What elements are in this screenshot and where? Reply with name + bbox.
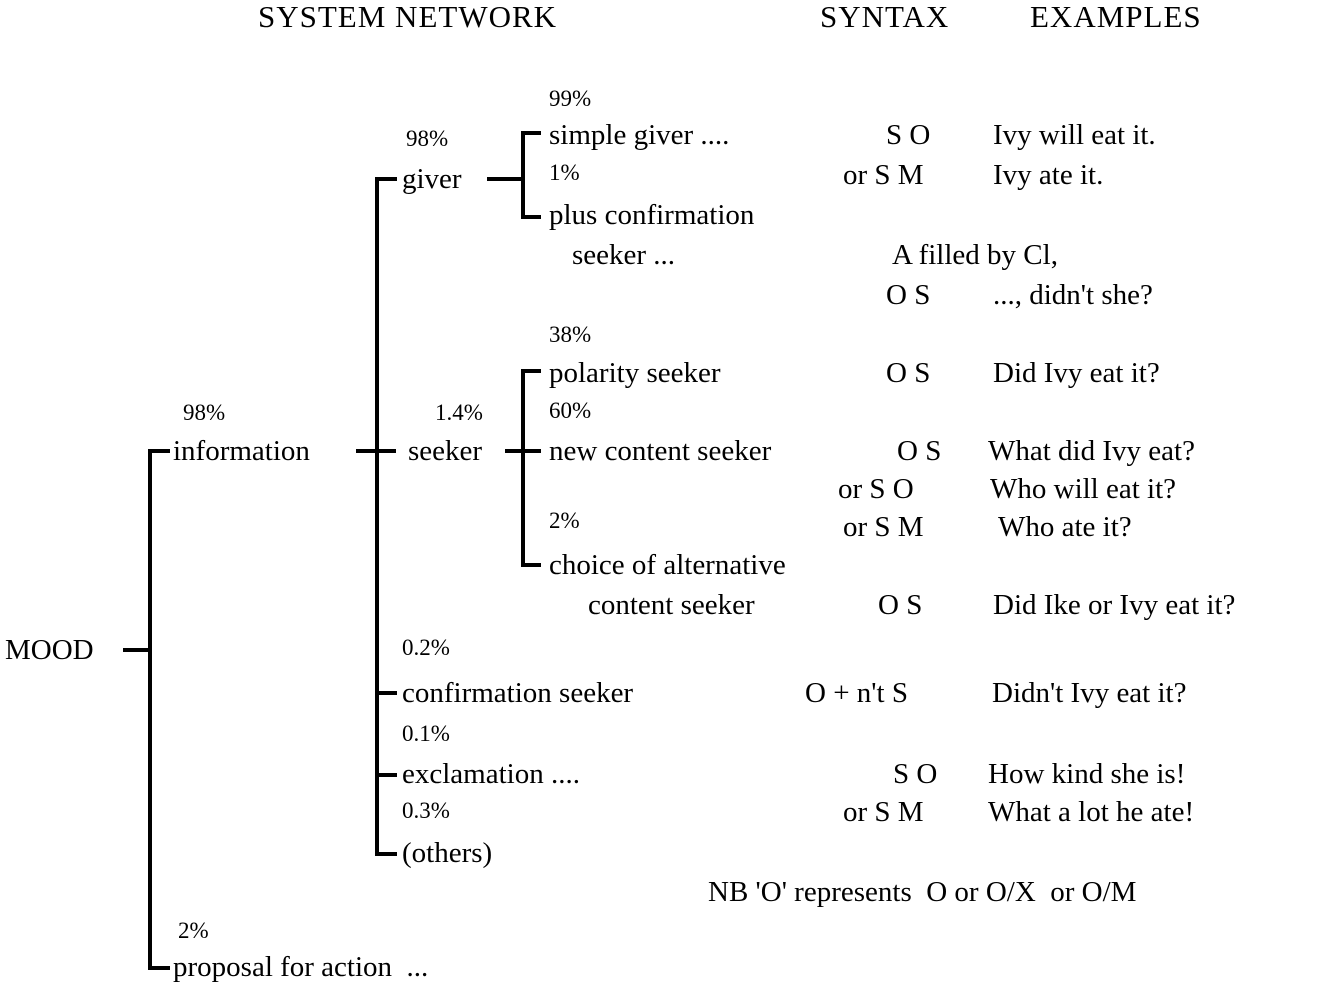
mood-tick-proposal — [148, 966, 170, 970]
example-plus-confirmation: ..., didn't she? — [993, 279, 1153, 311]
syntax-new-content-seeker-2: or S O — [838, 473, 914, 505]
branch-seeker-label: seeker — [408, 435, 483, 467]
branch-new-content-seeker-label: new content seeker — [549, 435, 772, 467]
percent-confirmation-seeker: 0.2% — [402, 635, 450, 660]
branch-plus-confirmation-label-1: plus confirmation — [549, 199, 755, 231]
syntax-choice-alternative: O S — [878, 589, 923, 621]
example-simple-giver-2: Ivy ate it. — [993, 159, 1104, 191]
example-polarity-seeker: Did Ivy eat it? — [993, 357, 1160, 389]
branch-polarity-seeker-label: polarity seeker — [549, 357, 721, 389]
branch-choice-alternative-label-2: content seeker — [588, 589, 755, 621]
nb-note: NB 'O' represents O or O/X or O/M — [708, 876, 1137, 908]
percent-seeker: 1.4% — [435, 400, 483, 425]
syntax-plus-confirmation-1: A filled by Cl, — [892, 239, 1058, 271]
syntax-new-content-seeker-3: or S M — [843, 511, 924, 543]
percent-new-content-seeker: 60% — [549, 398, 592, 423]
syntax-simple-giver-1: S O — [886, 119, 931, 151]
syntax-simple-giver-2: or S M — [843, 159, 924, 191]
branch-others-label: (others) — [402, 837, 493, 869]
branch-simple-giver-label: simple giver .... — [549, 119, 730, 151]
giver-connector-line — [487, 177, 525, 181]
seeker-tick-choice — [521, 563, 541, 567]
branch-exclamation-label: exclamation .... — [402, 758, 580, 790]
example-new-content-seeker-2: Who will eat it? — [990, 473, 1177, 505]
mood-label: MOOD — [5, 634, 94, 666]
percent-others: 0.3% — [402, 798, 450, 823]
information-tick-giver — [375, 177, 397, 181]
information-tick-others — [375, 852, 397, 856]
information-tick-exclamation — [375, 773, 397, 777]
percent-polarity-seeker: 38% — [549, 322, 592, 347]
syntax-exclamation-2: or S M — [843, 796, 924, 828]
syntax-new-content-seeker-1: O S — [897, 435, 942, 467]
seeker-tick-polarity — [521, 369, 541, 373]
header-examples: EXAMPLES — [1030, 0, 1202, 34]
percent-giver: 98% — [406, 126, 449, 151]
syntax-plus-confirmation-2: O S — [886, 279, 931, 311]
example-exclamation-1: How kind she is! — [988, 758, 1186, 790]
header-syntax: SYNTAX — [820, 0, 950, 34]
branch-information-label: information — [173, 435, 310, 467]
percent-choice-alternative: 2% — [549, 508, 580, 533]
seeker-tick-new-content — [521, 449, 541, 453]
information-tick-confirmation — [375, 691, 397, 695]
mood-bracket-vertical — [148, 449, 152, 970]
giver-bracket-vertical — [521, 131, 525, 219]
syntax-polarity-seeker: O S — [886, 357, 931, 389]
percent-information: 98% — [183, 400, 226, 425]
giver-tick-plus-confirmation — [521, 215, 541, 219]
header-system-network: SYSTEM NETWORK — [258, 0, 558, 34]
branch-choice-alternative-label-1: choice of alternative — [549, 549, 786, 581]
mood-tick-information — [148, 449, 170, 453]
percent-exclamation: 0.1% — [402, 721, 450, 746]
giver-tick-simple-giver — [521, 131, 541, 135]
example-confirmation-seeker: Didn't Ivy eat it? — [992, 677, 1187, 709]
example-new-content-seeker-1: What did Ivy eat? — [988, 435, 1195, 467]
mood-connector-line — [123, 648, 152, 652]
syntax-exclamation-1: S O — [893, 758, 938, 790]
example-choice-alternative: Did Ike or Ivy eat it? — [993, 589, 1236, 621]
branch-confirmation-seeker-label: confirmation seeker — [402, 677, 634, 709]
percent-proposal: 2% — [178, 918, 209, 943]
information-bracket-vertical — [375, 177, 379, 856]
percent-simple-giver: 99% — [549, 86, 592, 111]
example-exclamation-2: What a lot he ate! — [988, 796, 1195, 828]
branch-giver-label: giver — [402, 163, 462, 195]
percent-plus-confirmation: 1% — [549, 160, 580, 185]
branch-plus-confirmation-label-2: seeker ... — [572, 239, 676, 271]
seeker-connector-line — [505, 449, 525, 453]
example-simple-giver-1: Ivy will eat it. — [993, 119, 1156, 151]
syntax-confirmation-seeker: O + n't S — [805, 677, 908, 709]
seeker-bracket-vertical — [521, 369, 525, 567]
example-new-content-seeker-3: Who ate it? — [998, 511, 1132, 543]
branch-proposal-label: proposal for action ... — [173, 951, 429, 983]
